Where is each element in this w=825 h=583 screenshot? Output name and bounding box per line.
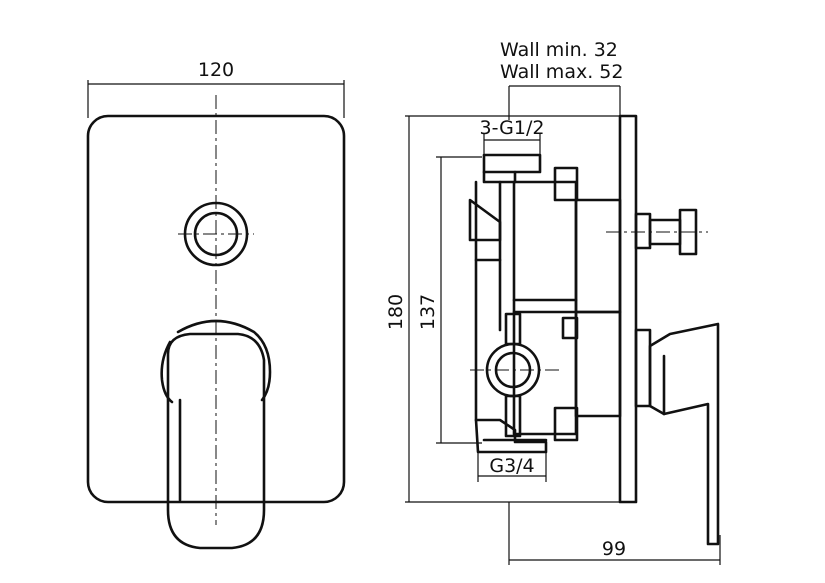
side-view: Wall min. 32 Wall max. 52 180 137 3-G1/2… — [385, 39, 721, 565]
valve-body — [468, 153, 622, 454]
depth-label: 99 — [602, 538, 626, 560]
inlet-spacing-label: 137 — [417, 294, 439, 330]
front-width-label: 120 — [198, 59, 234, 81]
diverter-knob-side — [606, 208, 708, 256]
lever-handle-side — [634, 322, 720, 546]
diverter-button — [178, 201, 254, 267]
wall-max-label: Wall max. 52 — [500, 61, 623, 83]
lever-handle-front — [160, 319, 272, 550]
wall-plate — [618, 114, 638, 504]
top-thread-label: 3-G1/2 — [480, 117, 545, 139]
bottom-thread-label: G3/4 — [489, 455, 534, 477]
front-view: 120 — [86, 59, 346, 550]
wall-min-label: Wall min. 32 — [500, 39, 618, 61]
overall-height-label: 180 — [385, 294, 407, 330]
